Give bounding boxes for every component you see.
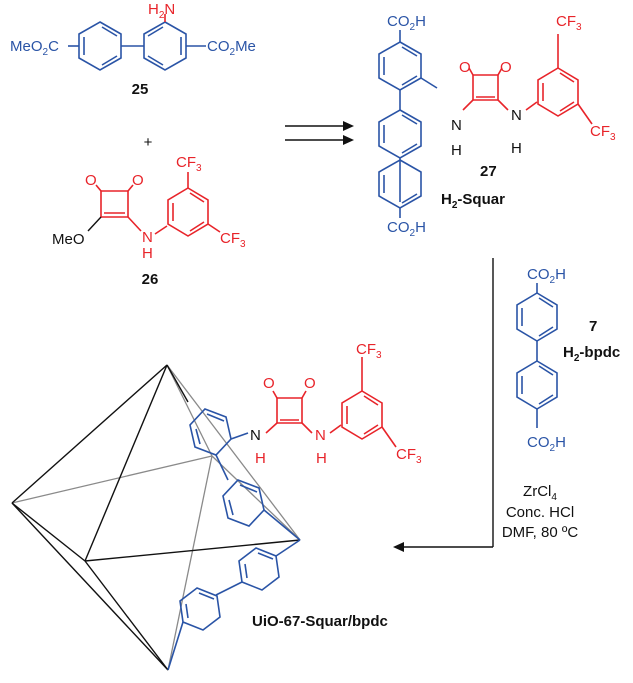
prod-cf3-top: CF3 [356, 341, 382, 361]
compound-7: CO2H CO2H 7 H2-bpdc [516, 266, 620, 454]
product-labels: O O N H N H CF3 CF3 UiO-67-Squar/bpdc [250, 341, 422, 630]
linker-bpdc [167, 539, 301, 671]
c7-acid-bottom: CO2H [527, 434, 566, 454]
c27-oxo-2: O [500, 59, 512, 76]
compound-25: MeO2C H2N CO2Me 25 [10, 1, 256, 98]
multistep-arrow [285, 121, 354, 145]
c26-nh-n: N [142, 229, 153, 246]
linker-squar [189, 357, 397, 541]
prod-oxo-1: O [263, 375, 275, 392]
prod-nh2-n: N [315, 427, 326, 444]
compound-27-name: H2-Squar [441, 191, 505, 211]
c27-nh2-h: H [511, 140, 522, 157]
reaction-arrow [393, 258, 494, 552]
compound-7-number: 7 [589, 318, 597, 335]
condition-line-3: DMF, 80 ºC [502, 524, 578, 541]
ester-right-label: CO2Me [207, 38, 256, 58]
condition-line-2: Conc. HCl [506, 504, 574, 521]
amine-label: H2N [148, 1, 175, 21]
plus-sign: + [144, 134, 153, 151]
compound-25-number: 25 [132, 81, 149, 98]
ester-left-label: MeO2C [10, 38, 59, 58]
c27-acid-bottom: CO2H [387, 219, 426, 239]
reaction-conditions: ZrCl4 Conc. HCl DMF, 80 ºC [502, 483, 578, 541]
prod-cf3-bottom: CF3 [396, 446, 422, 466]
c26-oxo-2: O [132, 172, 144, 189]
prod-oxo-2: O [304, 375, 316, 392]
c27-nh1-n: N [451, 117, 462, 134]
prod-nh1-n: N [250, 427, 261, 444]
prod-nh1-h: H [255, 450, 266, 467]
c27-acid-top: CO2H [387, 13, 426, 33]
c27-nh2-n: N [511, 107, 522, 124]
c26-cf3-top: CF3 [176, 154, 202, 174]
methoxy-label: MeO [52, 231, 85, 248]
condition-line-1: ZrCl4 [523, 483, 557, 503]
compound-7-name: H2-bpdc [563, 344, 620, 364]
prod-nh2-h: H [316, 450, 327, 467]
product-name: UiO-67-Squar/bpdc [252, 613, 388, 630]
c27-cf3-bottom: CF3 [590, 123, 616, 143]
compound-27-number: 27 [480, 163, 497, 180]
compound-26-number: 26 [142, 271, 159, 288]
c27-nh1-h: H [451, 142, 462, 159]
compound-27: CO2H CO2H O O N H N H CF3 CF3 27 H2-Squa… [378, 13, 616, 239]
c26-cf3-bottom: CF3 [220, 230, 246, 250]
c27-oxo-1: O [459, 59, 471, 76]
c7-acid-top: CO2H [527, 266, 566, 286]
c26-nh-h: H [142, 245, 153, 262]
mof-octahedron [11, 364, 301, 671]
c27-cf3-top: CF3 [556, 13, 582, 33]
c26-oxo-1: O [85, 172, 97, 189]
compound-26: O O MeO N H CF3 CF3 26 [52, 154, 246, 288]
